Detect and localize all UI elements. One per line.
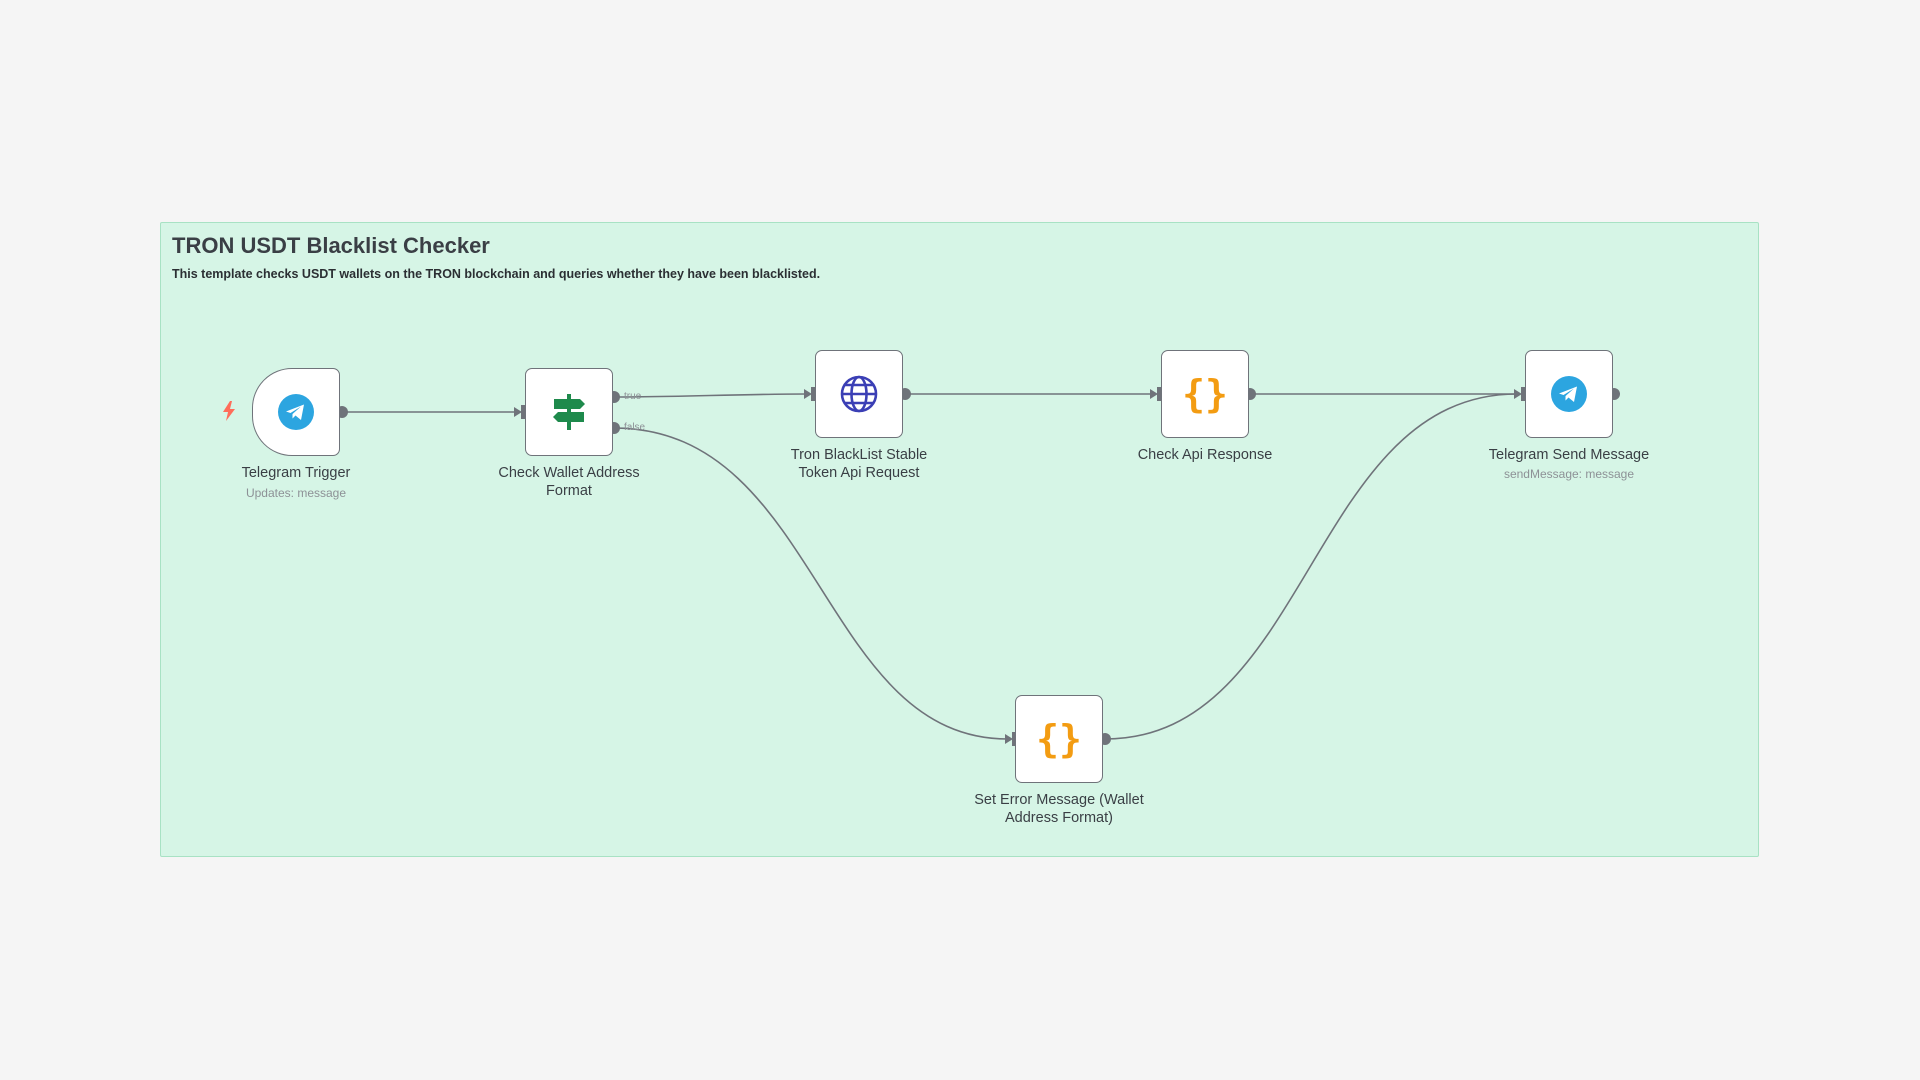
node-check-api-response[interactable]: {}	[1161, 350, 1249, 438]
output-label-false: false	[624, 422, 646, 433]
code-braces-icon: {}	[1036, 717, 1082, 761]
telegram-icon	[278, 394, 314, 430]
output-label-true: true	[624, 391, 642, 402]
node-subtitle: Updates: message	[245, 486, 347, 500]
code-braces-icon: {}	[1182, 372, 1228, 416]
node-tron-blacklist-api-request[interactable]	[815, 350, 903, 438]
node-label: Tron BlackList Stable Token Api Request	[790, 447, 928, 481]
sticky-note[interactable]: TRON USDT Blacklist Checker This templat…	[160, 222, 1759, 857]
sticky-description: This template checks USDT wallets on the…	[172, 267, 821, 281]
node-label: Check Api Response	[1137, 447, 1273, 463]
node-telegram-send-message[interactable]	[1525, 350, 1613, 438]
globe-icon	[840, 375, 878, 413]
node-label: Telegram Send Message	[1488, 447, 1650, 463]
node-set-error-message[interactable]: {}	[1015, 695, 1103, 783]
telegram-icon	[1551, 376, 1587, 412]
trigger-bolt-icon	[223, 401, 235, 421]
node-label: Check Wallet Address Format	[498, 465, 640, 499]
node-label: Telegram Trigger	[241, 465, 351, 481]
node-label: Set Error Message (Wallet Address Format…	[974, 792, 1144, 826]
node-subtitle: sendMessage: message	[1503, 467, 1635, 481]
node-telegram-trigger[interactable]	[252, 368, 340, 456]
node-check-wallet-address-format[interactable]	[525, 368, 613, 456]
sticky-title: TRON USDT Blacklist Checker	[172, 233, 490, 258]
signpost-icon	[553, 394, 585, 430]
